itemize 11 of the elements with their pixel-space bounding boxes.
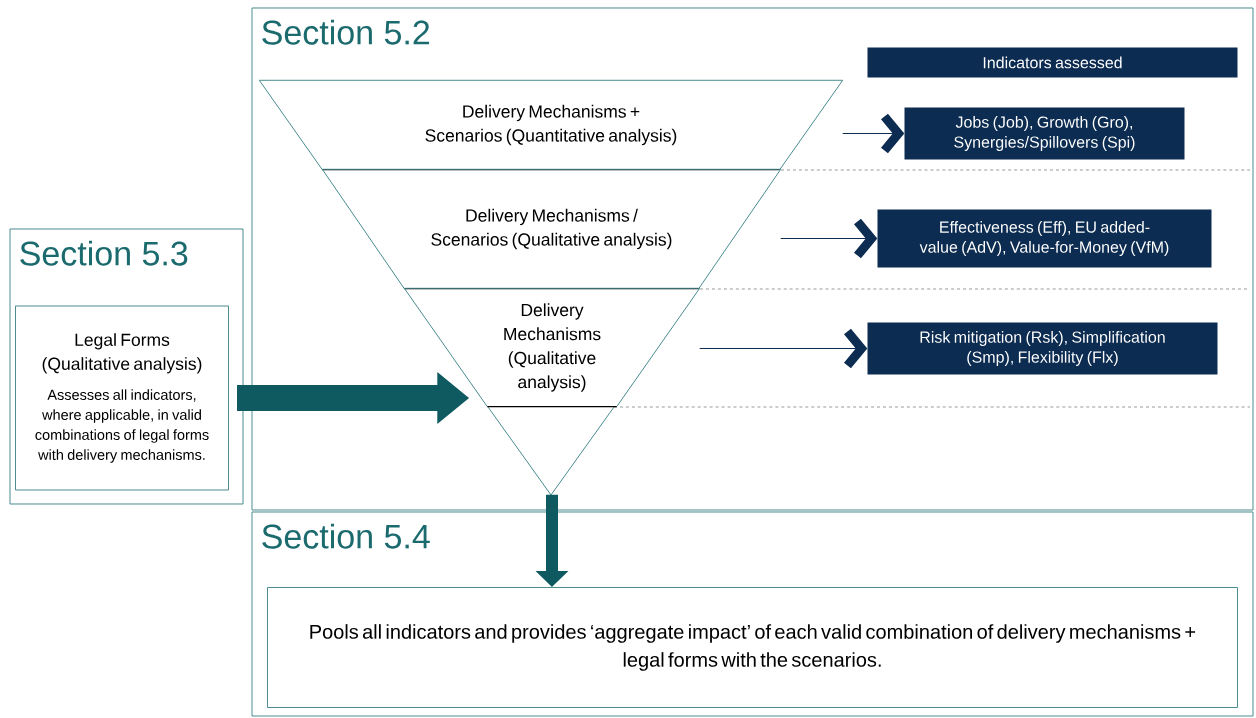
indicator-box: Indicators assessed <box>867 47 1238 78</box>
indicator-box: Effectiveness (Eff), EU added-value (AdV), Value-for-Money (VfM) <box>877 209 1212 268</box>
chevron-arrow <box>780 218 878 259</box>
funnel-band: Delivery Mechanisms + Scenarios (Quantitative analysis) <box>258 79 844 171</box>
funnel-band: Delivery Mechanisms / Scenarios (Qualitative analysis) <box>321 168 782 290</box>
text-box: Pools all indicators and provides ‘aggregate impact’ of each valid combination of delivery mechanisms + legal forms with the scenarios. <box>267 587 1238 708</box>
text-box: Legal Forms (Qualitative analysis) Assesses all indicators, where applicable, in valid combinations of legal forms with delivery mechanisms. <box>15 305 229 491</box>
funnel-band: Delivery Mechanisms (Qualitative analysis) <box>403 287 701 408</box>
indicator-box: Risk mitigation (Rsk), Simplification (Smp), Flexibility (Flx) <box>867 322 1218 375</box>
chevron-arrow <box>699 328 868 369</box>
indicator-box: Jobs (Job), Growth (Gro), Synergies/Spillovers (Spi) <box>904 107 1185 160</box>
